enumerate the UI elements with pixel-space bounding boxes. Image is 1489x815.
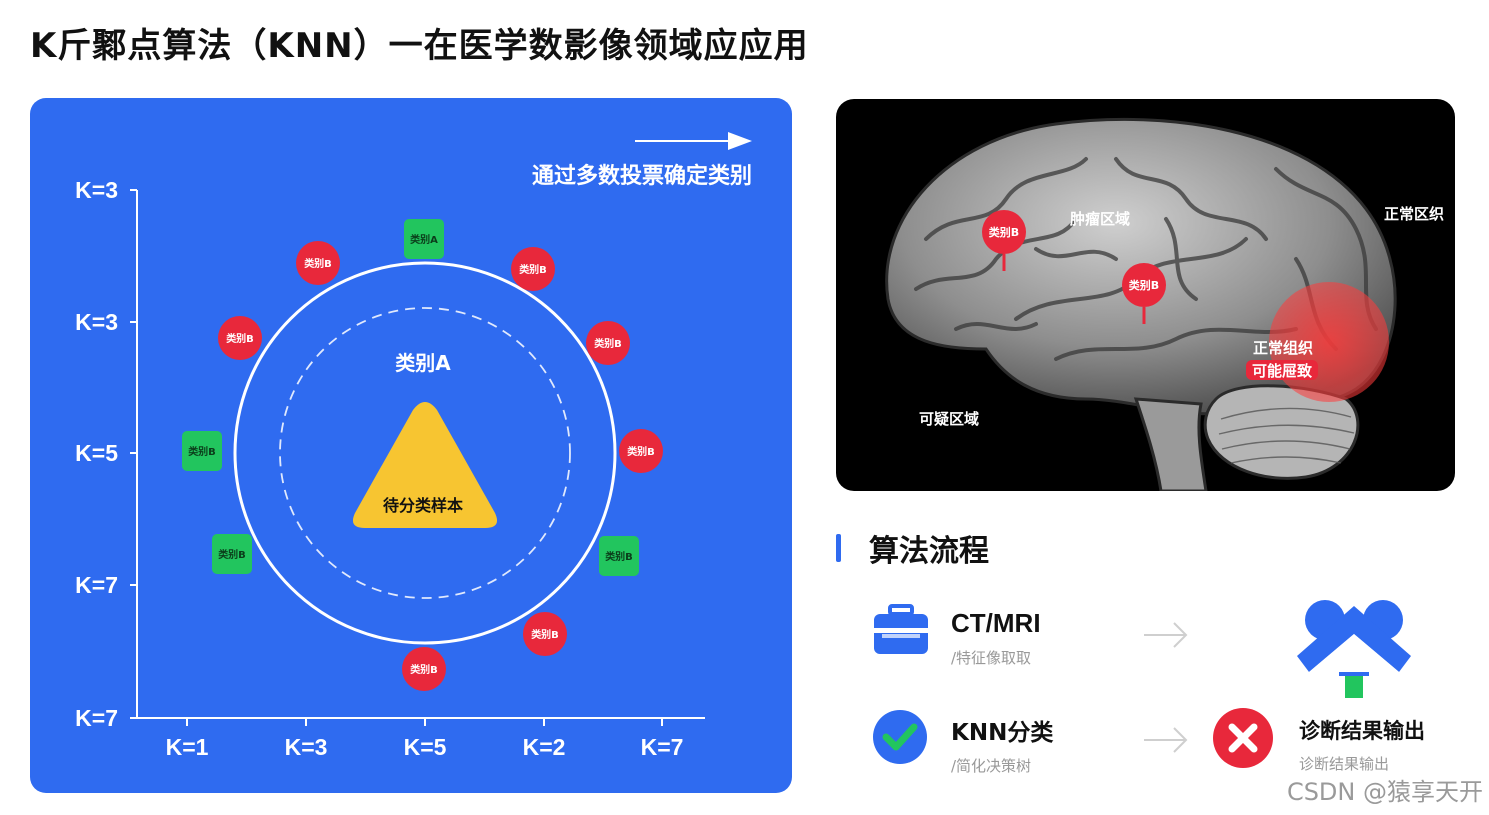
neighbor-label: 类别B	[218, 548, 246, 561]
neighbor-red: 类别B	[511, 247, 555, 291]
neighbor-label: 类别B	[226, 332, 254, 345]
briefcase-icon	[874, 604, 928, 654]
flow-heading: 算法流程	[836, 526, 989, 570]
neighbor-red: 类别B	[402, 647, 446, 691]
brain-illustration: 类别B 类别B 肿瘤区域 正常区织 正常组织 可能屉致 可疑区域	[885, 117, 1444, 491]
y-tick-label: K=7	[75, 705, 118, 731]
possible-lesion-label: 可能屉致	[1252, 362, 1313, 380]
watermark: CSDN @猿享天开	[1286, 778, 1483, 806]
neighbor-dot	[586, 321, 630, 365]
neighbor-label: 类别B	[531, 628, 559, 641]
neighbor-dot	[218, 316, 262, 360]
neighbor-dot	[296, 241, 340, 285]
pin-marker-2: 类别B	[1122, 263, 1166, 324]
neighbor-label: 类别B	[605, 550, 633, 563]
flow-step-2: KNN分类 /简化决策树	[951, 713, 1053, 776]
y-tick-label: K=3	[75, 177, 118, 203]
heading-accent-bar	[836, 534, 841, 562]
pin-marker-1: 类别B	[982, 210, 1026, 271]
normal-region-right-label: 正常区织	[1384, 205, 1444, 223]
flow-step-1: CT/MRI /特征像取取	[951, 608, 1041, 668]
neighbor-dot	[402, 647, 446, 691]
step-1-subtitle: /特征像取取	[951, 649, 1032, 667]
y-tick-label: K=3	[75, 309, 118, 335]
k-boundary-circle	[233, 261, 617, 645]
vote-caption: 通过多数投票确定类别	[532, 163, 752, 189]
neighbor-green: 类别B	[182, 431, 222, 471]
neighbor-red: 类别B	[619, 429, 663, 473]
page-title: K斤鄹点算法（KNN）一在医学数影像领域应应用	[30, 26, 809, 66]
neighbor-square	[182, 431, 222, 471]
y-tick-label: K=7	[75, 572, 118, 598]
step-2-subtitle: /简化决策树	[951, 757, 1032, 775]
x-tick-label: K=5	[404, 734, 447, 760]
step-3-subtitle: 诊断结果输出	[1299, 755, 1390, 773]
neighbor-red: 类别B	[218, 316, 262, 360]
neighbor-dot	[619, 429, 663, 473]
flow-arrow-2	[1144, 727, 1188, 753]
neighbor-label: 类别B	[627, 445, 655, 458]
neighbor-dot	[523, 612, 567, 656]
neighbor-label: 类别A	[410, 233, 438, 246]
flow-heading-text: 算法流程	[869, 534, 989, 569]
neighbor-red: 类别B	[586, 321, 630, 365]
x-tick-label: K=7	[641, 734, 684, 760]
pin-1-label: 类别B	[989, 225, 1019, 239]
y-tick-label: K=5	[75, 440, 118, 466]
neighbor-square	[404, 219, 444, 259]
step-1-title: CT/MRI	[951, 608, 1041, 638]
neighbor-red: 类别B	[523, 612, 567, 656]
cerebellum-lines	[1218, 407, 1355, 464]
inner-dashed-circle	[279, 307, 571, 599]
neighbor-green: 类别B	[212, 534, 252, 574]
neighbor-label: 类别B	[410, 663, 438, 676]
neighbor-red: 类别B	[296, 241, 340, 285]
flow-step-3: 诊断结果输出 诊断结果输出	[1299, 715, 1425, 774]
caption-arrow-head	[728, 132, 752, 150]
cloud-upload-icon	[1297, 600, 1411, 698]
inner-class-label: 类别A	[395, 351, 451, 375]
sample-triangle	[352, 402, 498, 528]
neighbor-label: 类别B	[594, 337, 622, 350]
check-circle-icon	[873, 710, 927, 764]
neighbor-square	[599, 536, 639, 576]
suspect-region-label: 可疑区域	[919, 410, 979, 428]
sample-label: 待分类样本	[383, 496, 463, 515]
x-tick-label: K=3	[285, 734, 328, 760]
x-tick-label: K=1	[166, 734, 209, 760]
brain-scan-image: 类别B 类别B 肿瘤区域 正常区织 正常组织 可能屉致 可疑区域	[836, 99, 1455, 491]
neighbor-label: 类别B	[304, 257, 332, 270]
lesion-tag	[1246, 360, 1318, 380]
pin-2-label: 类别B	[1129, 278, 1159, 292]
neighbor-square	[212, 534, 252, 574]
tumor-region-label: 肿瘤区域	[1070, 210, 1130, 228]
neighbor-label: 类别B	[519, 263, 547, 276]
x-tick-label: K=2	[523, 734, 566, 760]
step-2-title: KNN分类	[951, 720, 1054, 746]
neighbor-green: 类别B	[599, 536, 639, 576]
flow-arrow-1	[1144, 622, 1188, 648]
normal-tissue-label: 正常组织	[1253, 339, 1313, 357]
neighbor-dot	[511, 247, 555, 291]
brain-stem	[1133, 397, 1208, 491]
neighbor-label: 类别B	[188, 445, 216, 458]
neighbor-green: 类别A	[404, 219, 444, 259]
x-circle-icon	[1213, 708, 1273, 768]
step-3-title: 诊断结果输出	[1299, 719, 1425, 743]
